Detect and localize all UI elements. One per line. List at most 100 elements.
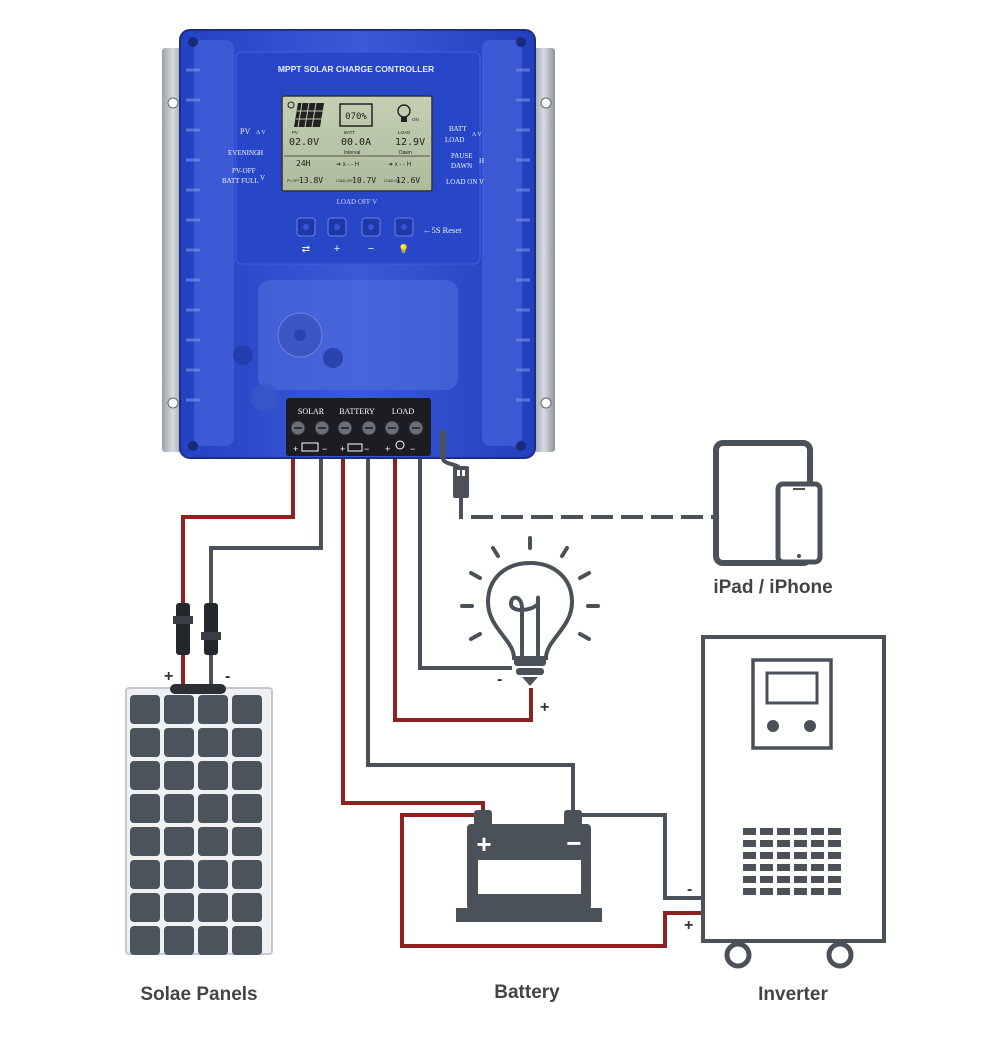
inverter-positive-wire bbox=[400, 813, 703, 948]
terminal-sign-5: + bbox=[385, 444, 390, 454]
reset-label: ←5S Reset bbox=[423, 225, 462, 235]
lcd-load-label: LOAD bbox=[398, 130, 411, 135]
label-evening-sub: H bbox=[258, 149, 263, 157]
inverter-body bbox=[701, 635, 886, 943]
inverter-caption: Inverter bbox=[758, 984, 828, 1005]
battery-negative-post bbox=[564, 810, 582, 826]
label-loadon: LOAD ON bbox=[446, 178, 477, 186]
lcd-on-label: ON bbox=[412, 117, 419, 122]
solar-positive-wire bbox=[181, 458, 295, 603]
label-batt: BATT bbox=[449, 125, 467, 133]
inverter-minus-label: - bbox=[687, 881, 692, 898]
lcd-batt-value: 00.0A bbox=[341, 137, 371, 148]
plus-button-symbol: + bbox=[334, 243, 340, 255]
lcd-pvoff-label: PV OFF bbox=[287, 179, 300, 183]
inverter-knob-right bbox=[804, 720, 816, 732]
lcd-pv-label: PV bbox=[292, 130, 298, 135]
light-button-symbol: 💡 bbox=[398, 243, 409, 254]
internal-window bbox=[258, 280, 458, 390]
lcd-interval-pattern: ➔ x - - H bbox=[336, 162, 359, 168]
lcd-content: 070% ON PV BATT LOAD 02.0V 00.0A 12.9V I… bbox=[284, 101, 430, 185]
solar-panels-caption: Solae Panels bbox=[140, 984, 257, 1005]
inverter-vents bbox=[743, 828, 841, 895]
label-dawn: DAWN bbox=[451, 162, 472, 170]
battery-caption: Battery bbox=[494, 982, 560, 1003]
battery-positive-wire bbox=[341, 458, 485, 812]
terminal-block bbox=[286, 398, 431, 456]
label-pv: PV bbox=[240, 127, 250, 136]
lcd-load-value: 12.9V bbox=[395, 137, 425, 148]
lcd-bulb-icon bbox=[397, 104, 411, 122]
charge-controller: MPPT SOLAR CHARGE CONTROLLER 070% ON bbox=[162, 29, 555, 498]
label-pause: PAUSE bbox=[451, 152, 473, 160]
ipad-iphone-caption: iPad / iPhone bbox=[713, 577, 832, 598]
load-off-label: LOAD OFF V bbox=[337, 198, 378, 206]
right-bracket bbox=[533, 48, 555, 452]
terminal-symbol-icons bbox=[301, 440, 405, 452]
bulb-minus-label: - bbox=[497, 671, 502, 688]
inverter-knob-left bbox=[767, 720, 779, 732]
terminal-label-solar: SOLAR bbox=[298, 407, 325, 416]
terminal-label-battery: BATTERY bbox=[339, 407, 375, 416]
minus-button-symbol: − bbox=[368, 243, 374, 255]
inverter-plus-label: + bbox=[684, 917, 693, 934]
inverter-wheel-left bbox=[724, 941, 752, 969]
battery-negative-wire bbox=[366, 458, 575, 812]
battery-minus-symbol: − bbox=[566, 828, 581, 858]
terminal-sign-6: − bbox=[410, 444, 415, 454]
lcd-loadon-label: LOAD ON bbox=[384, 179, 400, 183]
inverter-screen bbox=[765, 671, 819, 705]
solar-cells-grid bbox=[128, 693, 264, 957]
panel-plus-label: + bbox=[164, 668, 173, 685]
lcd-battery-icon bbox=[339, 103, 373, 127]
inverter-negative-wire bbox=[578, 813, 703, 900]
control-buttons: ⇄ + − 💡 bbox=[296, 217, 414, 255]
terminal-solar-icon bbox=[301, 442, 319, 452]
inverter-icon: - + bbox=[684, 635, 886, 969]
terminal-label-load: LOAD bbox=[392, 407, 414, 416]
lcd-loadoff-label: LOAD OFF bbox=[336, 179, 354, 183]
usb-cable-tail bbox=[440, 430, 446, 458]
battery-positive-post bbox=[474, 810, 492, 826]
label-loadon-sub: V bbox=[479, 178, 484, 186]
panel-minus-label: - bbox=[225, 668, 230, 685]
mc4-connector-negative bbox=[204, 603, 218, 655]
lcd-loadon-value: 12.6V bbox=[396, 176, 420, 185]
usb-dashed-cable bbox=[459, 497, 716, 519]
label-pvoff: PV-OFF bbox=[232, 167, 256, 175]
mc4-connector-positive bbox=[176, 603, 190, 655]
usb-plug-icon bbox=[453, 466, 469, 498]
label-ba-sub: A V bbox=[472, 132, 482, 138]
inverter-display-panel bbox=[751, 658, 833, 750]
lcd-pvoff-value: 13.8V bbox=[299, 176, 323, 185]
tablet-phone-icon bbox=[713, 440, 823, 566]
solar-panel: + - bbox=[125, 603, 273, 957]
terminal-sign-3: + bbox=[340, 444, 345, 454]
lcd-interval-label: Interval bbox=[344, 150, 360, 156]
lcd-dawn-pattern: ➔ x - - H bbox=[388, 162, 411, 168]
wiring bbox=[181, 458, 716, 948]
lcd-dawn-label: Dawn bbox=[399, 150, 412, 156]
terminal-battery-icon bbox=[347, 443, 363, 452]
iphone-icon bbox=[775, 481, 823, 565]
battery-icon: + − bbox=[456, 810, 602, 922]
panel-junction-box bbox=[170, 684, 226, 694]
label-load: LOAD bbox=[445, 136, 464, 144]
label-h: H bbox=[479, 157, 484, 165]
terminal-sign-4: − bbox=[364, 444, 369, 454]
bulb-icon bbox=[460, 536, 600, 686]
lcd-solar-panel-icon bbox=[294, 102, 324, 128]
terminal-bulb-icon bbox=[395, 440, 405, 450]
left-panel-labels: PV A V EVENING H PV-OFF BATT FULL V bbox=[222, 127, 266, 185]
lcd-loadoff-value: 10.7V bbox=[352, 176, 376, 185]
battery-label-window bbox=[478, 860, 581, 894]
load-positive-wire bbox=[393, 458, 533, 722]
right-panel-labels: BATT LOAD A V PAUSE DAWN H LOAD ON V bbox=[445, 125, 484, 186]
terminal-sign-1: + bbox=[293, 444, 298, 454]
inverter-wheel-right bbox=[826, 941, 854, 969]
lcd-pv-value: 02.0V bbox=[289, 137, 319, 148]
left-bracket bbox=[162, 48, 184, 452]
label-pv-sub: A V bbox=[256, 130, 266, 136]
controller-title: MPPT SOLAR CHARGE CONTROLLER bbox=[278, 64, 434, 74]
